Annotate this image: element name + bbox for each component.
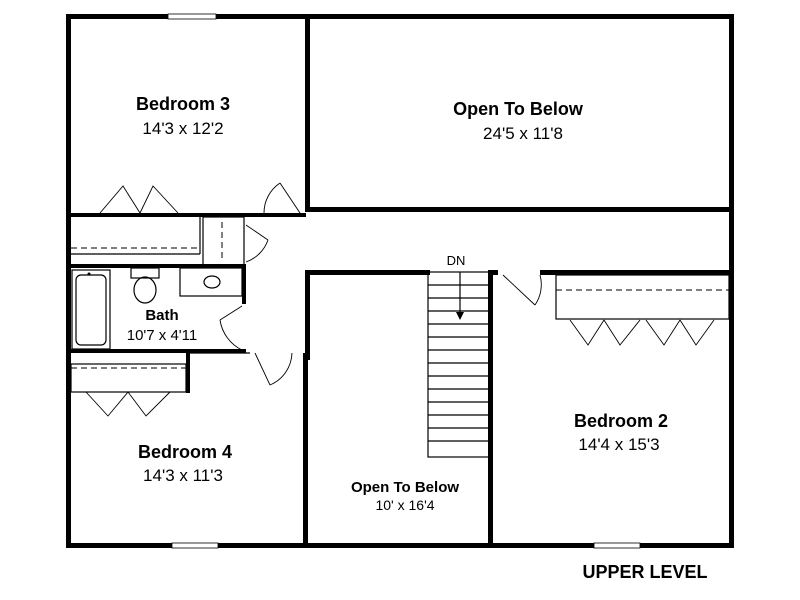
sink	[203, 275, 221, 289]
toilet-tank	[130, 267, 160, 279]
bathtub	[71, 269, 111, 350]
bedroom2-name: Bedroom 2	[574, 411, 668, 431]
bedroom3-name: Bedroom 3	[136, 94, 230, 114]
bedroom2-size: 14'4 x 15'3	[578, 435, 659, 454]
open-to-below-top-name: Open To Below	[453, 99, 584, 119]
open-to-below-bottom-name: Open To Below	[351, 479, 459, 496]
vanity	[179, 267, 243, 297]
windows	[167, 13, 641, 549]
bedroom4-name: Bedroom 4	[138, 442, 232, 462]
stair-direction-label: DN	[447, 253, 466, 268]
level-caption: UPPER LEVEL	[582, 562, 707, 582]
staircase	[427, 271, 491, 458]
open-to-below-bottom-size: 10' x 16'4	[375, 497, 434, 513]
bedroom4-size: 14'3 x 11'3	[143, 466, 223, 485]
bath-size: 10'7 x 4'11	[127, 327, 198, 344]
door-swings	[85, 182, 715, 417]
stair-arrow-head	[456, 312, 464, 320]
exterior-walls	[66, 14, 734, 548]
bath-name: Bath	[145, 307, 178, 324]
bathtub-basin	[75, 274, 107, 346]
bath-fixtures	[71, 267, 243, 350]
toilet-bowl	[133, 276, 157, 304]
bedroom3-size: 14'3 x 12'2	[142, 119, 223, 138]
open-to-below-top-size: 24'5 x 11'8	[483, 124, 563, 143]
